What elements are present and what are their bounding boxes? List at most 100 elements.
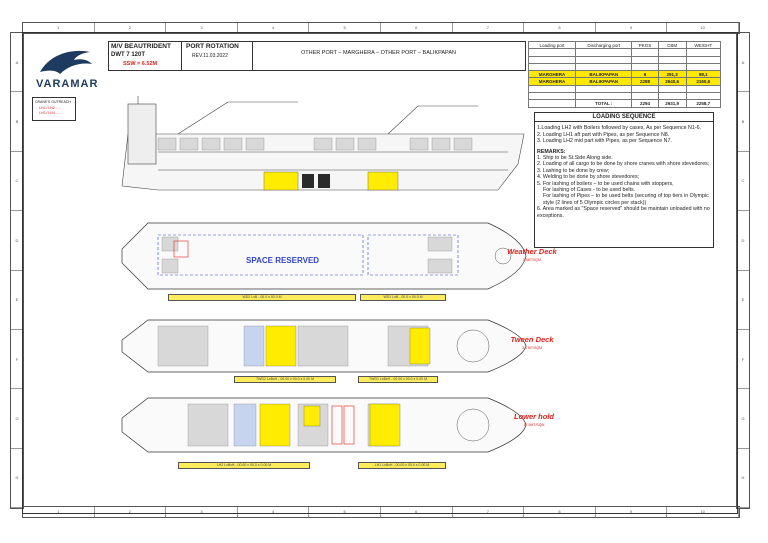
lh2-dimension-bar: LH2 LxBxH - 00.00 x 00.0 x 0.00 M [178,462,310,469]
lower-hold-sub: 17.5MT/SQM [523,423,545,427]
lh1-dimension-bar: LH1 LxBxH - 00.00 x 00.0 x 0.00 M [358,462,446,469]
ruler-mark: 6 [381,507,453,517]
tween-deck-sub: 3.0 MT/SQM [522,346,542,350]
table-row: MARGHERA BALIKPAPAN 6 291,3 98,1 [527,70,722,79]
crane-outreach-label: CRANE'S OUTREACH [35,100,71,104]
ruler-mark: 4 [238,23,310,33]
ruler-mark: 8 [524,23,596,33]
ruler-mark: C [737,152,749,212]
sequence-title: LOADING SEQUENCE [535,113,713,123]
ruler-mark: F [11,330,23,390]
remark: 1. Ship to be St.Side Along side. [537,155,613,162]
vessel-dwt: DWT 7 120T [111,52,146,58]
ruler-mark: 4 [238,507,310,517]
vessel-name: M/V BEAUTRIDENT [111,43,171,50]
ruler-mark: 2 [95,23,167,33]
ruler-mark: 10 [667,23,739,33]
twd1-dimension-bar: TWD1 LxBxH - 00.00 x 00.0 x 0.00 M [358,376,438,383]
remark: 4. Welding to be done by shore stevedore… [537,174,640,181]
ruler-mark: 8 [524,507,596,517]
ruler-mark: E [11,271,23,330]
tween-deck-plan [121,319,527,373]
revision-label: REV.11.03.2022 [192,53,228,59]
ruler-mark: 5 [309,507,381,517]
port-route: OTHER PORT – MARGHERA – OTHER PORT – BAL… [301,50,456,56]
lower-hold-plan [121,397,527,453]
ruler-mark: 9 [596,23,668,33]
logo-text: VARAMAR [36,78,99,90]
wd2-dimension-bar: WD2 LxB - 00.0 x 00.0 M [168,294,356,301]
vessel-info-box: M/V BEAUTRIDENT DWT 7 120T SSW = 6.52M [108,41,182,71]
weather-deck-label: Weather Deck 3.68T/SQM [507,248,557,264]
remark: 3. Lashing to be done by crew; [537,167,610,174]
crane-line-2: LH3 / LH4 - ... [39,111,61,115]
ruler-mark: 5 [309,23,381,33]
drawing-frame [22,32,738,514]
ruler-mark: 1 [23,23,95,33]
crane-line-1: LH1 / LH2 - ... [39,106,61,110]
ruler-mark: E [737,271,749,330]
ruler-mark: H [11,449,23,508]
ruler-mark: 6 [381,23,453,33]
ruler-mark: A [737,33,749,93]
table-row: MARGHERA BALIKPAPAN 2288 2640,6 2160,6 [527,77,722,86]
remarks-title: REMARKS: [537,148,566,155]
ruler-mark: B [11,92,23,152]
ruler-mark: 9 [596,507,668,517]
remark: 2. Loading of all cargo to be done by sh… [537,161,710,168]
col-cbm: CBM [657,40,687,50]
dolphin-icon [40,50,92,74]
ruler-mark: 3 [166,23,238,33]
ruler-mark: H [737,449,749,508]
loading-table: Loading port Discharging port PKGS CBM W… [527,40,722,108]
col-pkgs: PKGS [631,40,659,50]
table-header-row: Loading port Discharging port PKGS CBM W… [527,40,722,50]
table-row [527,62,722,72]
space-reserved-label: SPACE RESERVED [246,256,320,265]
weather-deck-sub: 3.68T/SQM [523,258,541,262]
ruler-mark: D [11,211,23,271]
loading-sequence-box: LOADING SEQUENCE 1.Loading LH2 with Boil… [534,112,714,248]
rotation-title: PORT ROTATION [186,43,239,50]
ruler-mark: 7 [453,507,525,517]
weather-deck-plan [121,222,527,290]
ruler-mark: 10 [667,507,739,517]
remark: 5. For lashing of boilers – to be used c… [537,180,674,187]
table-row [527,55,722,64]
ruler-mark: 7 [453,23,525,33]
sequence-step: 1.Loading LH2 with Boilers followed by c… [537,125,702,132]
sequence-step: 3. Loading LH2 mid part with Pipes, as p… [537,138,672,145]
crane-outreach-box: CRANE'S OUTREACH LH1 / LH2 - ... LH3 / L… [32,97,76,121]
tween-deck-label: Tween Deck 3.0 MT/SQM [510,336,554,352]
table-row [527,84,722,94]
remark: For lashing of Pipes – to be used belts … [543,193,709,206]
col-loading-port: Loading port [527,40,577,50]
rotation-box: PORT ROTATION REV.11.03.2022 [181,41,253,71]
ruler-mark: D [737,211,749,271]
remark: 6. Area marked as "Space reserved" shoul… [537,206,710,219]
col-discharging-port: Discharging port [575,40,633,50]
remark: For lashing of Cases - to be used belts. [543,187,636,194]
ruler-mark: 1 [23,507,95,517]
varamar-logo: VARAMAR [32,44,102,92]
ruler-mark: 2 [95,507,167,517]
ship-profile-view [121,96,525,191]
ruler-mark: C [11,152,23,212]
route-box: OTHER PORT – MARGHERA – OTHER PORT – BAL… [252,41,526,71]
tween-deck-title: Tween Deck [510,335,554,344]
ruler-mark: 3 [166,507,238,517]
ruler-mark: G [11,389,23,449]
table-total-row: TOTAL : 2294 2931,9 2258,7 [527,99,722,108]
lower-hold-title: Lower hold [514,412,554,421]
wd1-dimension-bar: WD1 LxB - 00.0 x 00.0 M [360,294,446,301]
weather-deck-title: Weather Deck [507,247,557,256]
ruler-mark: F [737,330,749,390]
ssw-value: SSW = 6.52M [123,61,158,67]
lower-hold-label: Lower hold 17.5MT/SQM [512,413,556,429]
ruler-mark: G [737,389,749,449]
col-weight: WEIGHT [685,40,722,50]
ruler-mark: A [11,33,23,93]
